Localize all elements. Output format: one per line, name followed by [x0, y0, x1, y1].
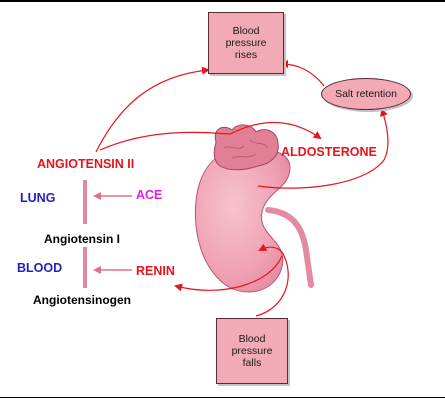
- arrow-angiotensin-to-bp-rises: [95, 66, 210, 153]
- adrenal-gland: [213, 124, 279, 171]
- bp-falls-text: Blood pressure falls: [231, 332, 273, 370]
- kidney-shape: [194, 149, 291, 293]
- ureter: [265, 207, 314, 288]
- aldosterone-label: ALDOSTERONE: [281, 145, 377, 159]
- renin-label: RENIN: [136, 264, 175, 278]
- salt-retention-ellipse: Salt retention: [321, 78, 411, 110]
- arrow-salt-to-bp-rises: [280, 60, 325, 87]
- blood-bar: [83, 247, 87, 288]
- lung-bar: [83, 180, 87, 224]
- angiotensin-ii-label: ANGIOTENSIN II: [37, 157, 135, 171]
- arrow-bp-falls-to-kidney: [255, 243, 289, 317]
- salt-retention-text: Salt retention: [335, 88, 397, 100]
- arrow-kidney-to-salt: [257, 108, 389, 189]
- arrow-angiotensin-to-aldosterone: [99, 121, 322, 151]
- bp-rises-text: Blood pressure rises: [225, 24, 267, 62]
- blood-label: BLOOD: [17, 261, 63, 275]
- bp-falls-box: Blood pressure falls: [216, 318, 288, 384]
- angiotensin-i-label: Angiotensin I: [44, 232, 120, 246]
- ace-label: ACE: [136, 188, 163, 202]
- bp-rises-box: Blood pressure rises: [208, 12, 284, 74]
- bottom-border: [0, 397, 445, 398]
- top-border: [0, 0, 445, 2]
- arrow-kidney-to-renin: [174, 255, 283, 292]
- angiotensinogen-label: Angiotensinogen: [33, 293, 131, 307]
- lung-label: LUNG: [20, 191, 56, 205]
